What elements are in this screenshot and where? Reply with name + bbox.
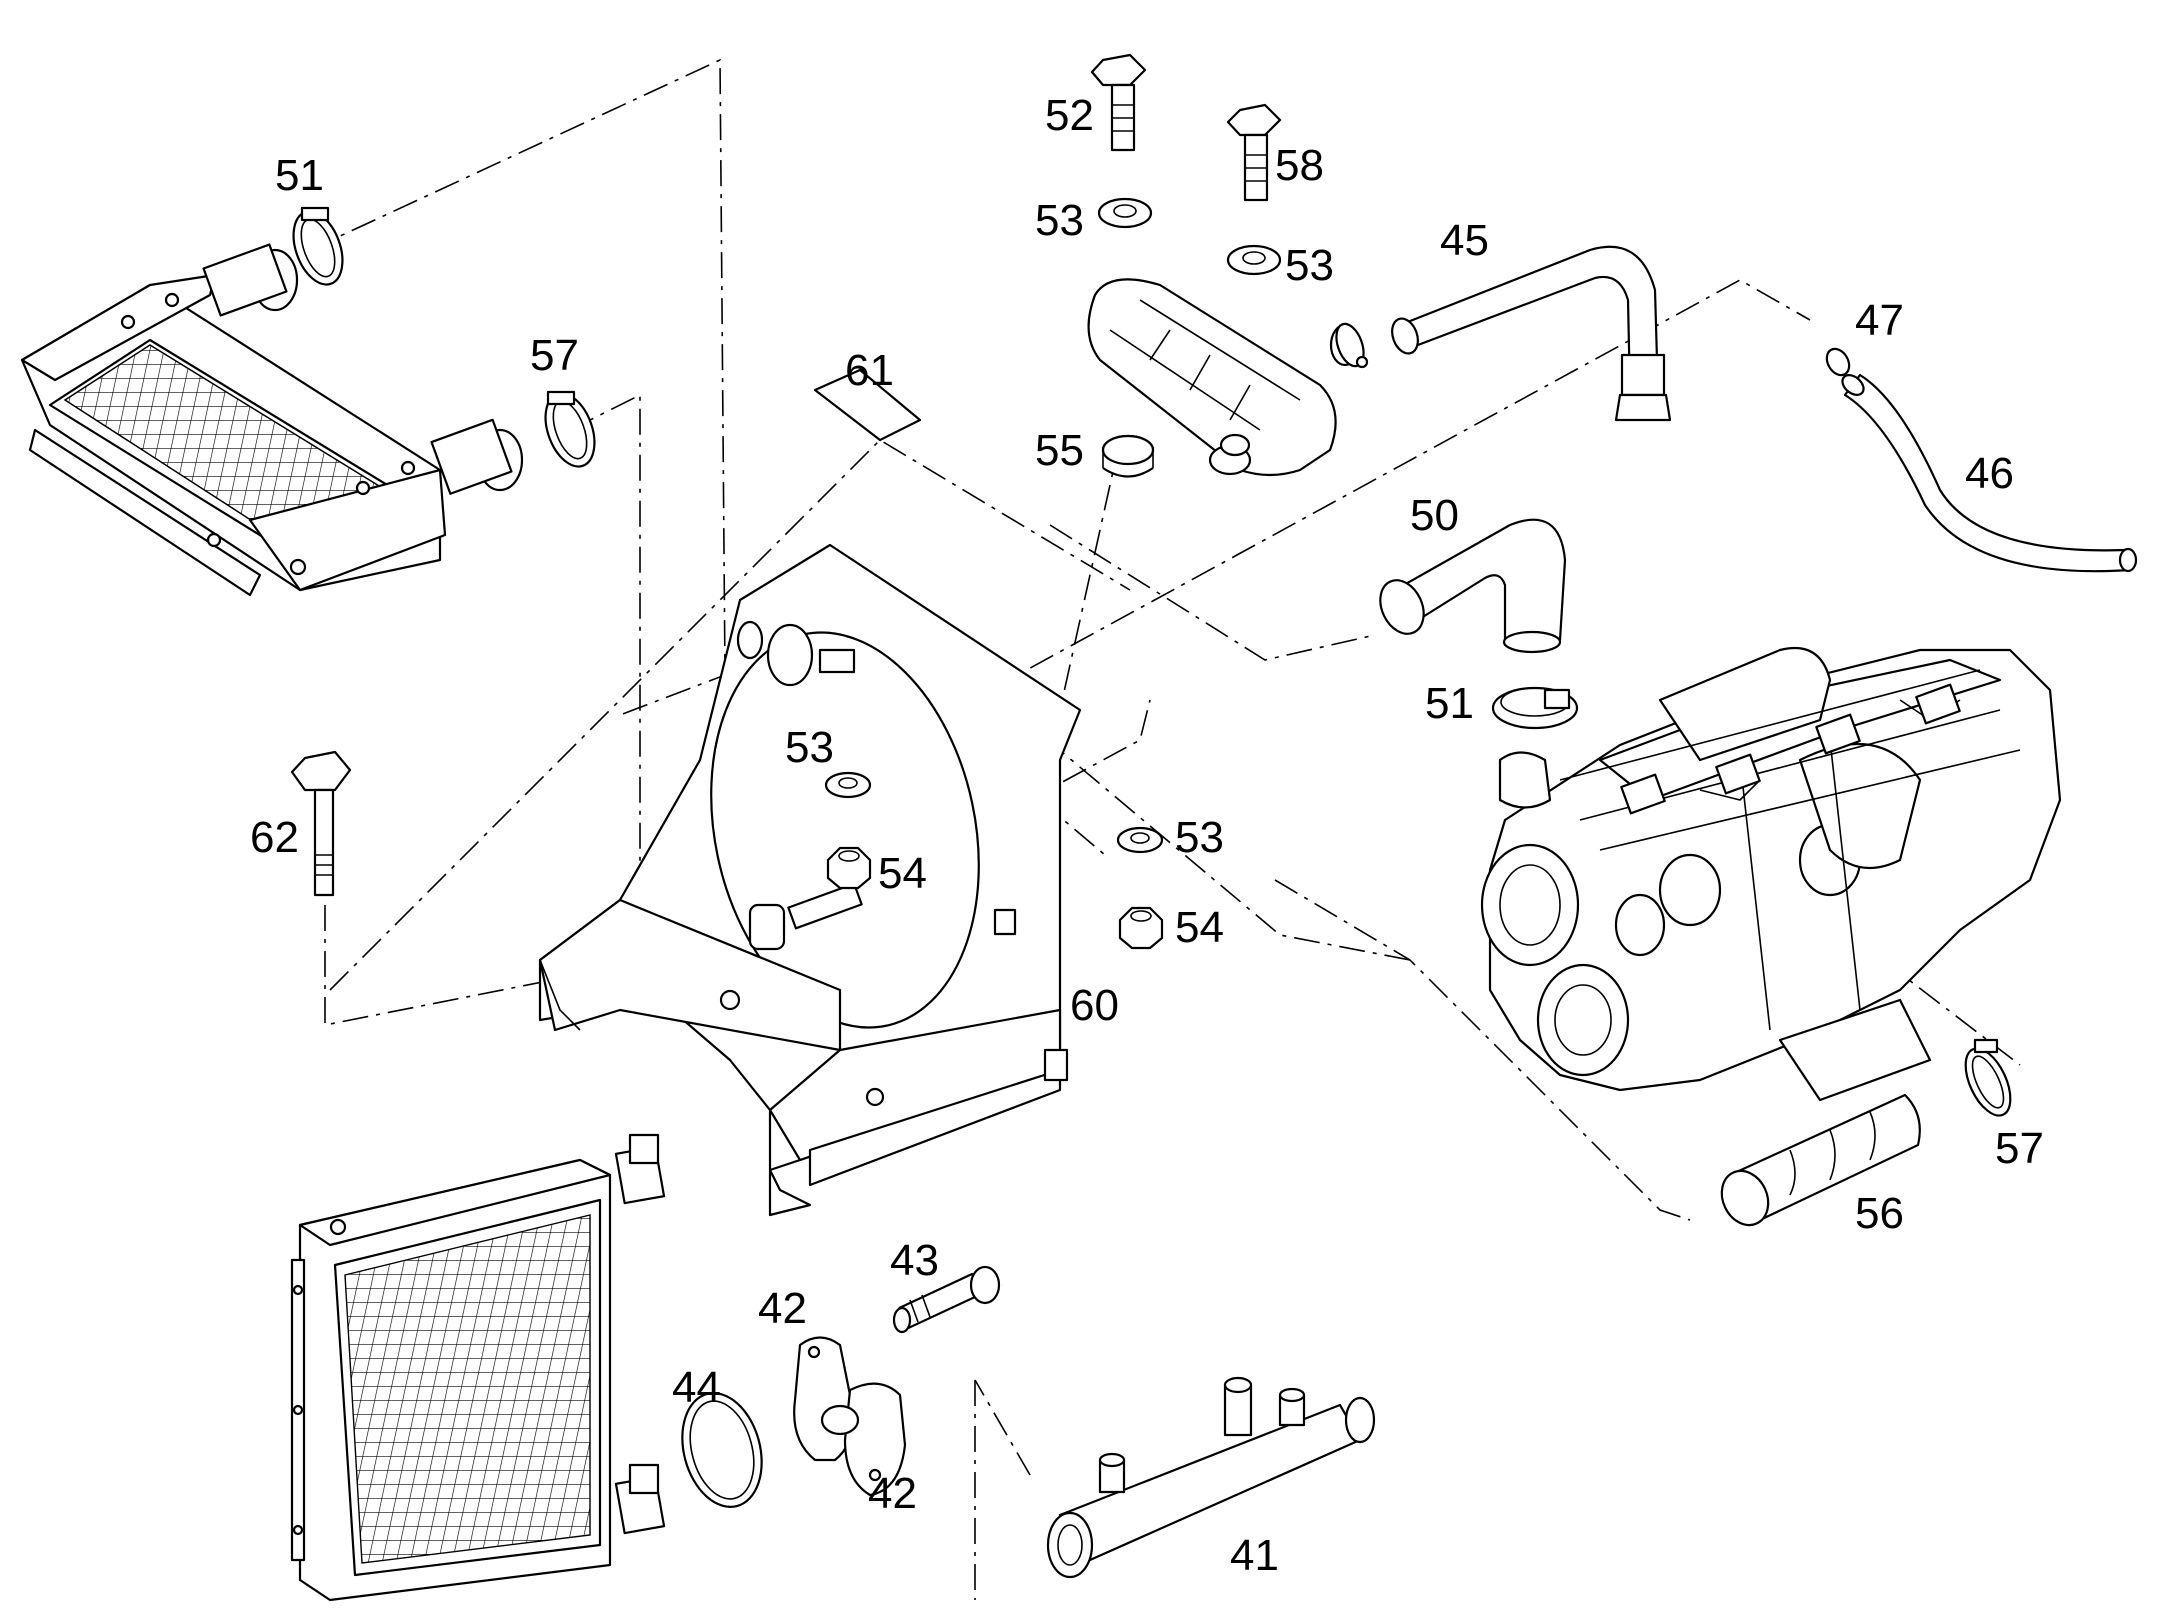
callout-57: 57 <box>530 331 579 380</box>
flange-42 <box>793 1336 907 1497</box>
washer-53-top-right <box>1226 244 1282 276</box>
hose-clamp-57-bottom <box>1964 1038 2012 1117</box>
callout-44: 44 <box>672 1363 721 1412</box>
bolt-58 <box>1226 103 1282 202</box>
hose-clamp-45 <box>1335 322 1369 369</box>
bolt-43 <box>892 1265 1001 1334</box>
callout-41: 41 <box>1230 1531 1279 1580</box>
pad-61 <box>813 368 922 442</box>
callout-54: 54 <box>878 849 927 898</box>
callout-55: 55 <box>1035 426 1084 475</box>
callout-53: 53 <box>785 723 834 772</box>
fan-shroud-frame <box>538 543 1082 1217</box>
callout-45: 45 <box>1440 216 1489 265</box>
intercooler <box>20 243 524 597</box>
hose-clamp-51-engine <box>1491 686 1579 730</box>
callout-42: 42 <box>868 1469 917 1518</box>
radiator <box>290 1133 666 1602</box>
washer-53-top-left <box>1097 197 1153 229</box>
callout-53: 53 <box>1035 196 1084 245</box>
engine <box>1480 646 2062 1102</box>
nut-54-right <box>1118 906 1164 950</box>
bolt-62 <box>290 750 352 897</box>
callout-labels: 51 57 52 53 58 53 45 47 46 61 55 50 51 5… <box>250 91 2044 1580</box>
callout-42: 42 <box>758 1284 807 1333</box>
bushing-55 <box>1101 434 1155 478</box>
callout-47: 47 <box>1855 296 1904 345</box>
callout-53: 53 <box>1285 241 1334 290</box>
callout-56: 56 <box>1855 1189 1904 1238</box>
callout-61: 61 <box>845 346 894 395</box>
bolt-52 <box>1090 53 1147 152</box>
hose-46 <box>1841 373 2138 573</box>
callout-52: 52 <box>1045 91 1094 140</box>
hose-clamp-47 <box>1825 347 1851 377</box>
callout-43: 43 <box>890 1236 939 1285</box>
manifold-pipe-41 <box>1046 1376 1376 1579</box>
callout-53: 53 <box>1175 813 1224 862</box>
callout-62: 62 <box>250 813 299 862</box>
callout-46: 46 <box>1965 449 2014 498</box>
hose-45 <box>1391 245 1672 422</box>
callout-50: 50 <box>1410 491 1459 540</box>
callout-57: 57 <box>1995 1124 2044 1173</box>
callout-60: 60 <box>1070 981 1119 1030</box>
washer-53-right <box>1116 826 1164 854</box>
hose-clamp-57-top <box>544 390 596 468</box>
callout-51: 51 <box>275 151 324 200</box>
callout-58: 58 <box>1275 141 1324 190</box>
hose-clamp-51-top <box>292 206 344 286</box>
hose-50 <box>1379 518 1567 654</box>
nut-54-center <box>826 846 872 890</box>
hose-56 <box>1720 1093 1921 1227</box>
o-ring-44 <box>681 1392 763 1508</box>
washer-53-center <box>824 771 872 799</box>
callout-51: 51 <box>1425 679 1474 728</box>
callout-54: 54 <box>1175 903 1224 952</box>
